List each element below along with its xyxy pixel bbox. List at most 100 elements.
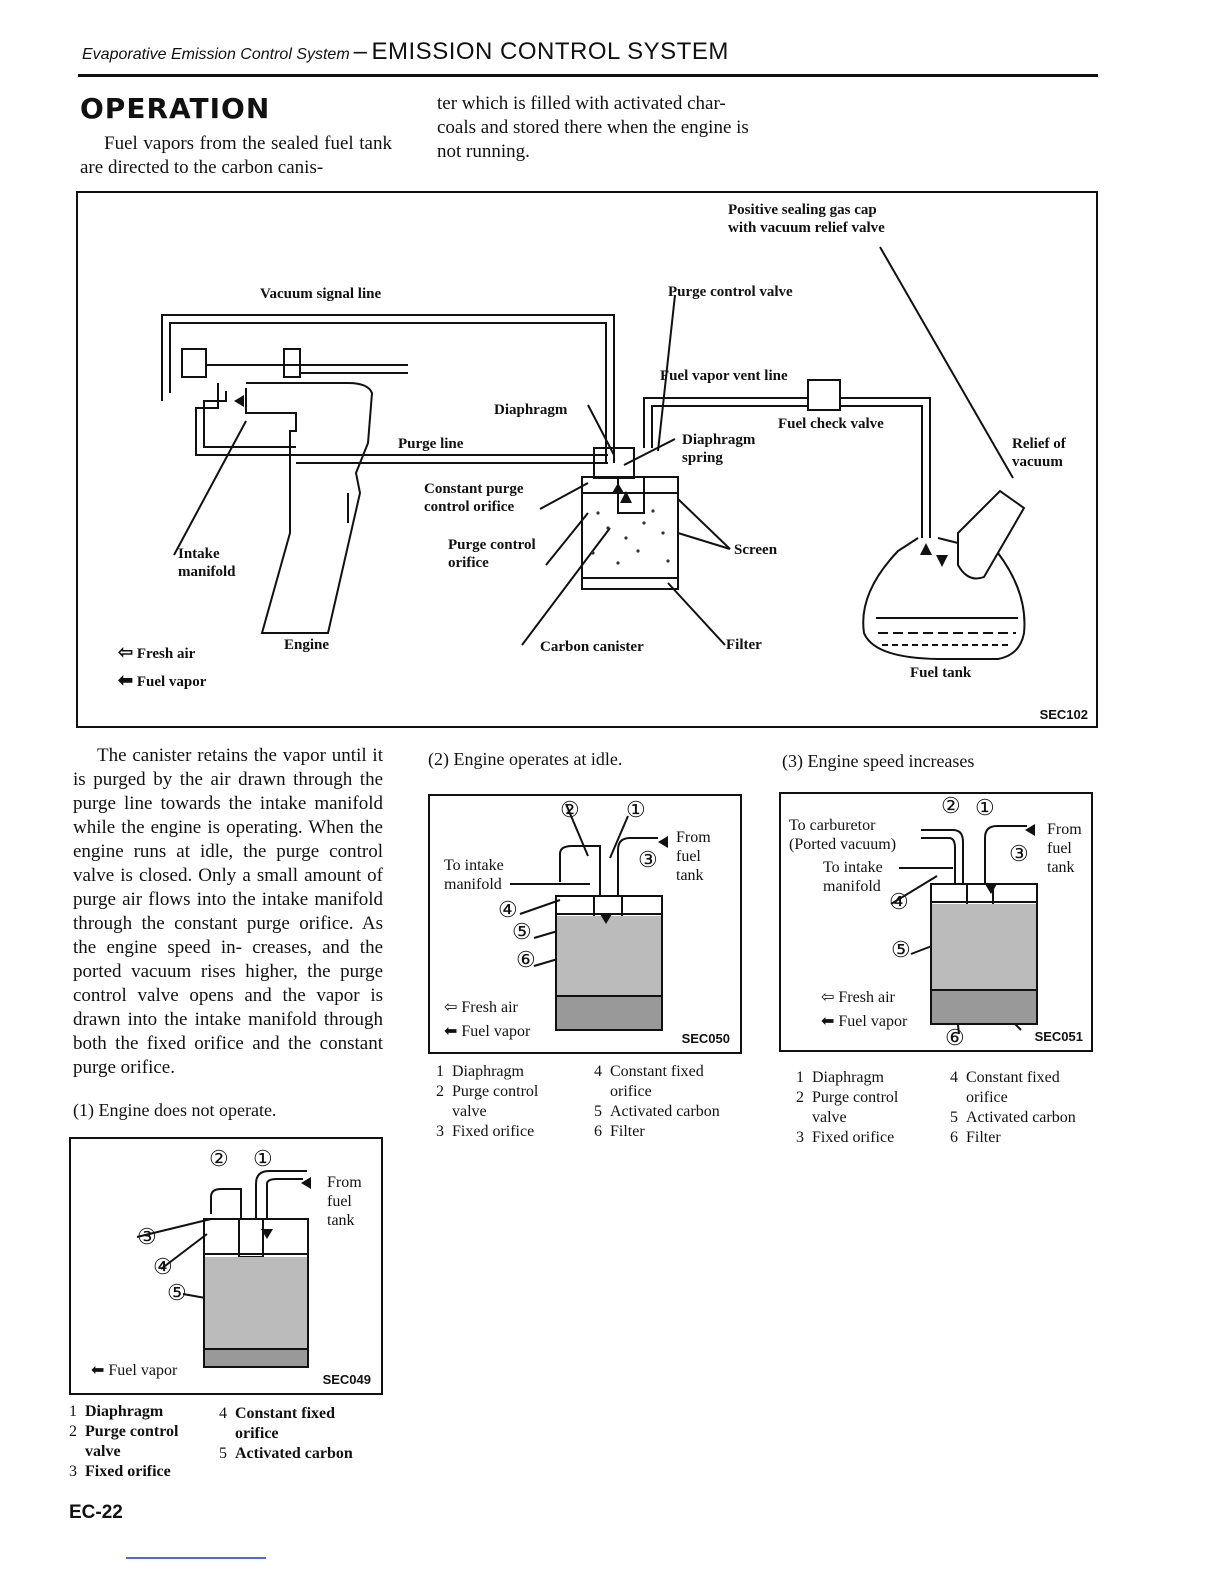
fig2-canister-drawing xyxy=(510,803,668,1031)
fig1-canister-drawing xyxy=(136,1170,311,1368)
fig1-legend-item-2: 2 Purge control valve xyxy=(69,1423,179,1460)
header-rule xyxy=(78,74,1098,77)
label-diaphragm: Diaphragm xyxy=(494,402,568,418)
label-fuel-tank: Fuel tank xyxy=(910,665,972,681)
fig2-diagram: ② ① ③ ④ ⑤ ⑥ From fuel tank To intake man… xyxy=(428,794,742,1054)
fig1-num-3: ③ xyxy=(137,1224,157,1249)
fig2-fresh-air: ⇦ Fresh air xyxy=(444,998,518,1017)
fig3-legend-item-5: 5 Activated carbon xyxy=(950,1109,1076,1126)
fig3-num-1: ① xyxy=(975,795,995,820)
legend-fresh-air: ⇦ Fresh air xyxy=(118,643,195,663)
fig3-legend-item-4: 4 Constant fixed orifice xyxy=(950,1069,1060,1106)
label-fuel-vapor-vent-line: Fuel vapor vent line xyxy=(660,368,788,384)
label-purge-control-valve: Purge control valve xyxy=(668,284,793,300)
fig1-code: SEC049 xyxy=(322,1372,371,1387)
fig3-to-intake-manifold: To intake manifold xyxy=(823,859,883,895)
fig3-num-2: ② xyxy=(941,793,961,818)
fresh-air-arrow-icon: ⇦ xyxy=(118,642,134,662)
fig1-num-1: ① xyxy=(253,1146,273,1171)
fig2-fuel-vapor: ⬅ Fuel vapor xyxy=(444,1022,530,1041)
fig2-legend-item-1: 1 Diaphragm xyxy=(436,1063,524,1080)
page-number: EC-22 xyxy=(69,1502,123,1523)
label-purge-line: Purge line xyxy=(398,436,464,452)
fig2-legend: 1 Diaphragm 2 Purge control valve 3 Fixe… xyxy=(436,1062,756,1144)
fig3-num-6: ⑥ xyxy=(945,1025,965,1050)
fig3-diagram: ② ① ③ ④ ⑤ ⑥ To carburetor (Ported vacuum… xyxy=(779,792,1093,1052)
main-diagram-code: SEC102 xyxy=(1039,707,1088,722)
fig1-diagram: ② ① ③ ④ ⑤ From fuel tank ⬅ Fuel vapor SE… xyxy=(69,1137,383,1395)
legend-fuel-vapor: ⬅ Fuel vapor xyxy=(118,671,206,691)
fig1-num-4: ④ xyxy=(153,1254,173,1279)
fig3-num-4: ④ xyxy=(889,889,909,914)
fig3-fuel-vapor: ⬅ Fuel vapor xyxy=(821,1012,907,1031)
fig1-caption: (1) Engine does not operate. xyxy=(73,1100,277,1120)
legend-fuel-vapor-label: Fuel vapor xyxy=(136,674,207,690)
fig3-fuel-vapor-label: Fuel vapor xyxy=(838,1013,908,1030)
fig2-legend-item-2: 2 Purge control valve xyxy=(436,1083,539,1120)
label-positive-sealing-gas-cap: Positive sealing gas cap with vacuum rel… xyxy=(728,202,885,236)
fig1-legend: 1 Diaphragm 2 Purge control valve 3 Fixe… xyxy=(69,1402,389,1482)
fig1-fuel-vapor-label: Fuel vapor xyxy=(108,1362,178,1379)
header-section-main: EMISSION CONTROL SYSTEM xyxy=(371,38,729,65)
label-screen: Screen xyxy=(734,542,778,558)
fig2-to-intake-manifold: To intake manifold xyxy=(444,857,504,893)
fig3-canister-drawing xyxy=(890,824,1038,1035)
fig3-to-carburetor: To carburetor (Ported vacuum) xyxy=(789,817,897,853)
fig1-fuel-vapor: ⬅ Fuel vapor xyxy=(91,1361,177,1380)
header-section-italic: Evaporative Emission Control System xyxy=(82,46,350,63)
fresh-air-arrow-icon: ⇦ xyxy=(821,989,835,1006)
fresh-air-arrow-icon: ⇦ xyxy=(444,999,458,1016)
fig1-num-5: ⑤ xyxy=(167,1280,187,1305)
label-engine: Engine xyxy=(284,637,330,653)
footer-link-rule xyxy=(126,1557,266,1559)
page-header: Evaporative Emission Control System – EM… xyxy=(82,38,729,66)
legend-fresh-air-label: Fresh air xyxy=(136,646,196,662)
fig3-legend-item-1: 1 Diaphragm xyxy=(796,1069,884,1086)
fig3-num-5: ⑤ xyxy=(891,937,911,962)
label-intake-manifold: Intake manifold xyxy=(178,546,236,580)
fuel-vapor-arrow-icon: ⬅ xyxy=(118,670,134,690)
fig1-legend-item-3: 3 Fixed orifice xyxy=(69,1463,171,1480)
fig2-legend-item-5: 5 Activated carbon xyxy=(594,1103,720,1120)
fig2-code: SEC050 xyxy=(681,1031,730,1046)
fig2-legend-item-6: 6 Filter xyxy=(594,1123,645,1140)
fuel-vapor-arrow-icon: ⬅ xyxy=(91,1362,105,1379)
fig2-fuel-vapor-label: Fuel vapor xyxy=(461,1023,531,1040)
fig1-from-fuel-tank: From fuel tank xyxy=(327,1174,362,1229)
fig3-legend-item-3: 3 Fixed orifice xyxy=(796,1129,895,1146)
fig3-code: SEC051 xyxy=(1034,1029,1083,1044)
fig1-legend-item-4: 4 Constant fixed orifice xyxy=(219,1405,336,1442)
label-fuel-check-valve: Fuel check valve xyxy=(778,416,884,432)
label-diaphragm-spring: Diaphragm spring xyxy=(682,432,756,466)
fig3-fresh-air: ⇦ Fresh air xyxy=(821,988,895,1007)
fig2-num-2: ② xyxy=(560,797,580,822)
operation-paragraph-left: Fuel vapors from the sealed fuel tank ar… xyxy=(80,133,392,178)
fig2-num-4: ④ xyxy=(498,897,518,922)
label-constant-purge-control-orifice: Constant purge control orifice xyxy=(424,481,524,515)
fig3-num-3: ③ xyxy=(1009,841,1029,866)
fig3-caption: (3) Engine speed increases xyxy=(782,751,975,771)
fuel-vapor-arrow-icon: ⬅ xyxy=(444,1023,458,1040)
fig1-legend-item-1: 1 Diaphragm xyxy=(69,1403,164,1420)
fig2-legend-item-3: 3 Fixed orifice xyxy=(436,1123,535,1140)
fig2-caption: (2) Engine operates at idle. xyxy=(428,749,623,769)
fuel-vapor-arrow-icon: ⬅ xyxy=(821,1013,835,1030)
label-filter: Filter xyxy=(726,637,762,653)
fig3-legend-item-2: 2 Purge control valve xyxy=(796,1089,899,1126)
fig3-from-fuel-tank: From fuel tank xyxy=(1047,821,1082,876)
label-vacuum-signal-line: Vacuum signal line xyxy=(260,286,382,302)
fig2-num-1: ① xyxy=(626,797,646,822)
label-relief-of-vacuum: Relief of vacuum xyxy=(1012,436,1066,470)
fig1-num-2: ② xyxy=(209,1146,229,1171)
main-diagram: Positive sealing gas cap with vacuum rel… xyxy=(76,191,1098,728)
fig3-legend-item-6: 6 Filter xyxy=(950,1129,1001,1146)
body-paragraph: The canister retains the vapor until it … xyxy=(73,745,383,1078)
operation-paragraph-right: ter which is filled with activated char-… xyxy=(437,93,749,162)
fig2-legend-item-4: 4 Constant fixed orifice xyxy=(594,1063,704,1100)
main-diagram-lines xyxy=(161,246,1026,660)
fig2-num-5: ⑤ xyxy=(512,919,532,944)
operation-title: OPERATION xyxy=(80,92,271,125)
fig2-num-6: ⑥ xyxy=(516,947,536,972)
fig2-num-3: ③ xyxy=(638,847,658,872)
label-carbon-canister: Carbon canister xyxy=(540,639,644,655)
